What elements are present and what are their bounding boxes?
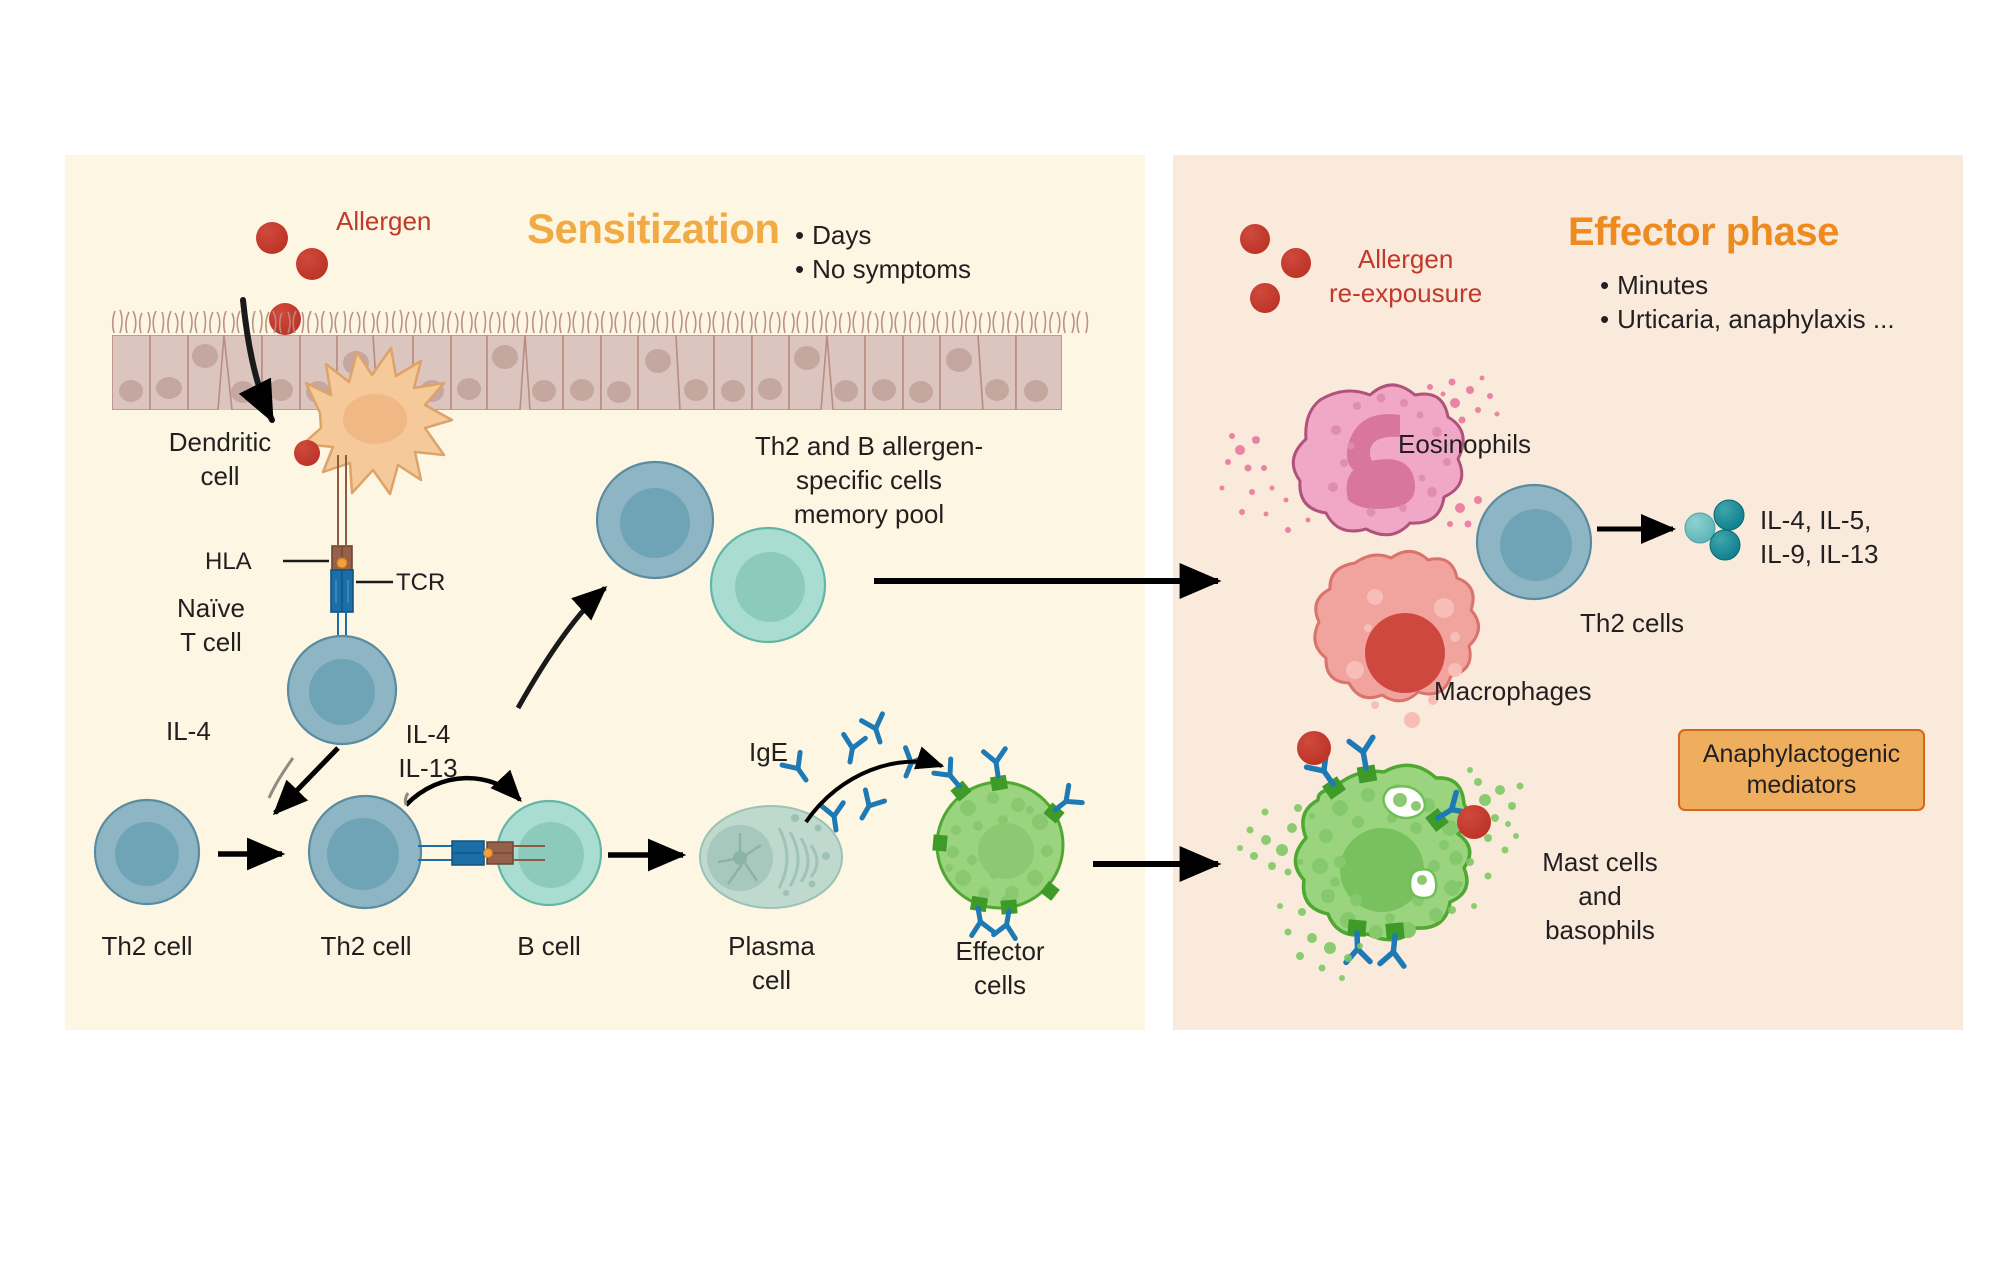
dendritic-cell-label-line2: cell bbox=[200, 460, 240, 491]
hla-label: HLA bbox=[205, 548, 252, 575]
plasma-cell-label: Plasma cell bbox=[699, 930, 844, 998]
naive-t-cell-label-line1: Naïve bbox=[177, 593, 245, 623]
dendritic-cell-label: Dendritic cell bbox=[140, 426, 300, 494]
th2-cell-left-label: Th2 cell bbox=[101, 931, 193, 961]
effector-cells-label-line1: Effector bbox=[955, 936, 1045, 966]
effector-cells-label: Effector cells bbox=[930, 935, 1070, 1003]
il4-help-label: IL-4 bbox=[405, 719, 451, 749]
effector-phase-title: Effector phase bbox=[1568, 210, 1839, 254]
sensitization-bullet-0: Days bbox=[795, 218, 971, 252]
effector-bullet-0: Minutes bbox=[1600, 268, 1895, 302]
plasma-cell-label-line1: Plasma bbox=[728, 931, 815, 961]
effector-bullet-1: Urticaria, anaphylaxis ... bbox=[1600, 302, 1894, 336]
cytokines-label-line1: IL-4, IL-5, bbox=[1760, 505, 1872, 535]
mast-cells-label-line1: Mast cells bbox=[1542, 847, 1658, 877]
sensitization-bullet-1: No symptoms bbox=[795, 252, 971, 286]
cytokines-label: IL-4, IL-5, IL-9, IL-13 bbox=[1760, 504, 1879, 572]
allergen-reexposure-label: Allergen re-expousure bbox=[1329, 243, 1482, 311]
th2-cell-mid-label: Th2 cell bbox=[320, 931, 412, 961]
effector-cells-label-line2: cells bbox=[973, 969, 1026, 1000]
memory-pool-label: Th2 and B allergen- specific cells memor… bbox=[724, 430, 1014, 531]
th2-cells-label: Th2 cells bbox=[1580, 608, 1685, 638]
mast-cells-label-line2: and bbox=[1578, 880, 1622, 911]
anaphylactogenic-mediators-box: Anaphylactogenic mediators bbox=[1678, 729, 1925, 811]
il4-polarization-label: IL-4 bbox=[166, 716, 211, 746]
mast-cells-label: Mast cells and basophils bbox=[1505, 846, 1695, 947]
allergen-label-left: Allergen bbox=[336, 206, 432, 236]
dendritic-cell-label-line1: Dendritic bbox=[168, 427, 272, 457]
macrophages-label: Macrophages bbox=[1434, 676, 1592, 706]
b-cell-label: B cell bbox=[517, 931, 581, 961]
cytokines-label-line2: IL-9, IL-13 bbox=[1760, 538, 1879, 569]
sensitization-bullets: Days No symptoms bbox=[795, 218, 971, 287]
eosinophils-label: Eosinophils bbox=[1398, 429, 1531, 459]
mast-cells-label-line3: basophils bbox=[1545, 914, 1655, 945]
il13-help-label: IL-13 bbox=[398, 752, 458, 783]
allergen-reexposure-line1: Allergen bbox=[1357, 244, 1454, 274]
memory-pool-label-line2: specific cells bbox=[796, 464, 942, 495]
naive-t-cell-label: Naïve T cell bbox=[142, 592, 280, 660]
il4-il13-help-label: IL-4 IL-13 bbox=[368, 718, 488, 786]
sensitization-title: Sensitization bbox=[527, 205, 780, 252]
plasma-cell-label-line2: cell bbox=[751, 964, 791, 995]
mediators-label-line2: mediators bbox=[1746, 771, 1857, 799]
memory-pool-label-line3: memory pool bbox=[793, 498, 945, 529]
tcr-label: TCR bbox=[396, 569, 446, 596]
ige-label: IgE bbox=[749, 737, 789, 767]
memory-pool-label-line1: Th2 and B allergen- bbox=[754, 431, 984, 461]
effector-bullets: Minutes Urticaria, anaphylaxis ... bbox=[1600, 268, 1895, 337]
mediators-label-line1: Anaphylactogenic bbox=[1702, 740, 1901, 768]
allergen-reexposure-line2: re-expousure bbox=[1329, 277, 1483, 308]
naive-t-cell-label-line2: T cell bbox=[180, 626, 242, 657]
